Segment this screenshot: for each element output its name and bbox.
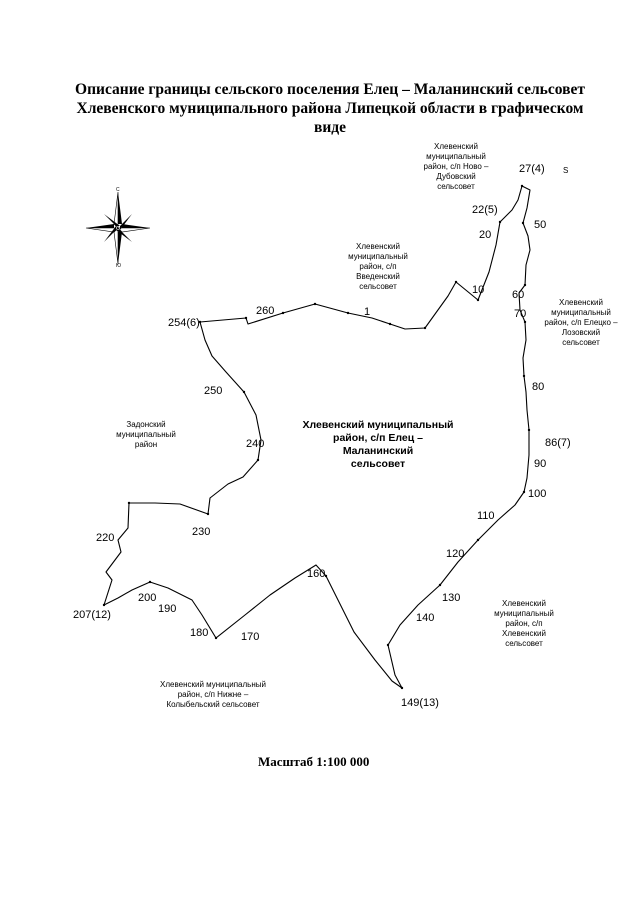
region-line: муниципальный <box>348 252 408 261</box>
title-line-3: виде <box>313 119 347 136</box>
region-label-novo-dubovsky: Хлевенский муниципальный район, с/п Ново… <box>416 142 496 192</box>
point-label: 86(7) <box>545 437 571 449</box>
corner-mark: S <box>563 166 569 175</box>
region-line: Колыбельский сельсовет <box>166 700 260 709</box>
region-label-nizhne-kolybelsky: Хлевенский муниципальный район, с/п Нижн… <box>148 680 278 710</box>
region-line: Хлевенский муниципальный <box>160 680 266 689</box>
compass-south-label: Ю <box>116 263 122 269</box>
region-line: сельсовет <box>562 338 600 347</box>
point-label: 50 <box>534 219 547 231</box>
point-label: 140 <box>416 612 435 624</box>
region-line: район <box>134 440 158 449</box>
region-line: район, с/п Елецко – <box>544 318 618 327</box>
point-label: 1 <box>364 306 371 318</box>
point-label: 130 <box>442 592 461 604</box>
region-line: Хлевенский <box>559 298 603 307</box>
point-label: 170 <box>241 631 260 643</box>
compass-rose-icon <box>85 191 151 265</box>
title-line-1: Описание границы сельского поселения Еле… <box>75 81 585 98</box>
region-line: муниципальный <box>426 152 486 161</box>
point-label: 80 <box>532 381 545 393</box>
point-label: 110 <box>477 510 495 522</box>
region-line: муниципальный <box>551 308 611 317</box>
point-label: 220 <box>96 532 115 544</box>
region-line: Введенский <box>356 272 400 281</box>
region-line: Хлевенский <box>356 242 400 251</box>
region-line: район, с/п <box>505 619 543 628</box>
point-label: 190 <box>158 603 177 615</box>
point-label: 10 <box>472 284 485 296</box>
title-line-2: Хлевенского муниципального района Липецк… <box>76 100 584 117</box>
region-main-line-3: сельсовет <box>350 458 406 470</box>
region-line: Хлевенский <box>502 629 546 638</box>
region-main-line-2: район, с/п Елец – Маланинский <box>333 432 423 457</box>
point-label: 60 <box>512 289 525 301</box>
region-line: Хлевенский <box>502 599 546 608</box>
point-label: 149(13) <box>401 697 439 709</box>
region-label-vvedensky: Хлевенский муниципальный район, с/п Введ… <box>338 242 418 292</box>
boundary-vertices <box>102 184 531 690</box>
region-line: сельсовет <box>437 182 475 191</box>
point-label: 100 <box>528 488 547 500</box>
region-line: район, с/п Ново – <box>423 162 489 171</box>
point-label: 20 <box>479 229 492 241</box>
map-title: Описание границы сельского поселения Еле… <box>60 80 600 137</box>
compass-north-label: С <box>116 187 120 193</box>
region-line: район, с/п Нижне – <box>177 690 249 699</box>
point-label: 240 <box>246 438 265 450</box>
point-label: 254(6) <box>168 317 200 329</box>
region-label-eletsko-lozovsky: Хлевенский муниципальный район, с/п Елец… <box>536 298 626 348</box>
point-label: 200 <box>138 592 157 604</box>
region-label-zadonsky: Задонский муниципальный район <box>106 420 186 450</box>
point-label: 160 <box>307 568 326 580</box>
point-label: 70 <box>514 308 527 320</box>
point-label: 250 <box>204 385 223 397</box>
point-label: 180 <box>190 627 209 639</box>
region-line: Задонский <box>126 420 166 429</box>
region-line: Хлевенский <box>434 142 478 151</box>
region-line: муниципальный <box>116 430 176 439</box>
region-line: сельсовет <box>505 639 543 648</box>
point-label: 260 <box>256 305 275 317</box>
region-label-khlevensky: Хлевенский муниципальный район, с/п Хлев… <box>484 599 564 649</box>
point-label: 207(12) <box>73 609 111 621</box>
map-scale: Масштаб 1:100 000 <box>258 754 370 769</box>
point-label: 120 <box>446 548 465 560</box>
point-label: 90 <box>534 458 547 470</box>
region-line: сельсовет <box>359 282 397 291</box>
point-label: 27(4) <box>519 163 545 175</box>
region-line: Лозовский <box>561 328 601 337</box>
point-label: 22(5) <box>472 204 498 216</box>
region-line: муниципальный <box>494 609 554 618</box>
region-line: район, с/п <box>359 262 397 271</box>
region-line: Дубовский <box>436 172 476 181</box>
region-label-main: Хлевенский муниципальный район, с/п Елец… <box>298 419 458 471</box>
region-main-line-1: Хлевенский муниципальный <box>302 419 454 431</box>
point-label: 230 <box>192 526 211 538</box>
